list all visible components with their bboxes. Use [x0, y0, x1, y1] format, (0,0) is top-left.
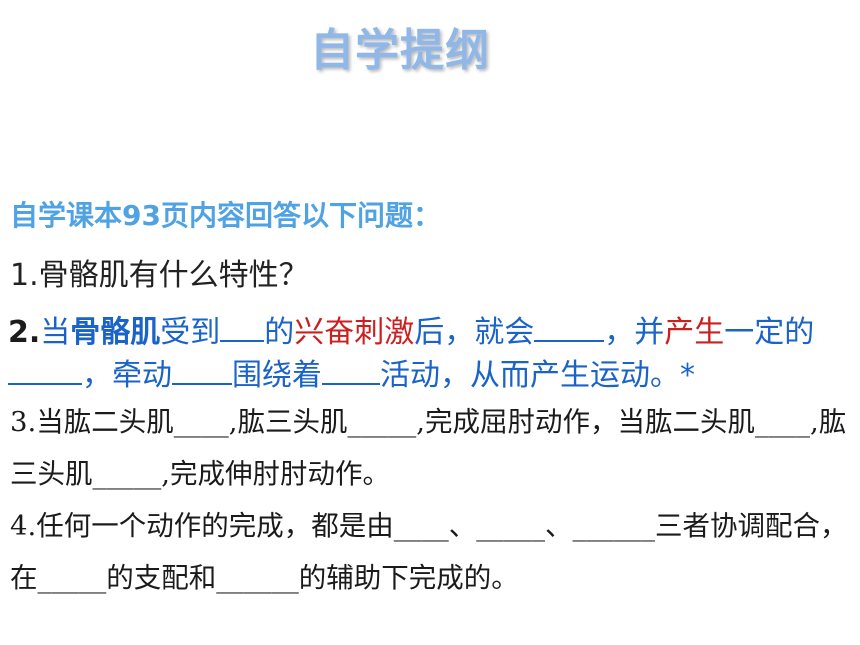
asterisk-mark: * — [680, 358, 695, 393]
question-2-number: 2. — [8, 315, 41, 350]
page-title: 自学提纲 — [310, 25, 490, 76]
question-2: 2.当骨骼肌受到 的兴奋刺激后，就会 ，并产生一定的 ，牵动 围绕着 活动，从而产生运动。… — [8, 310, 854, 396]
blank-line[interactable] — [8, 353, 82, 385]
blank-line[interactable] — [220, 310, 265, 342]
question-2-text: 围绕着 — [232, 358, 322, 393]
question-2-text: 后，就会 — [414, 315, 535, 350]
instruction-heading: 自学课本93页内容回答以下问题： — [10, 199, 441, 232]
question-1: 1.骨骼肌有什么特性？ — [10, 258, 309, 293]
blank-line[interactable] — [172, 353, 232, 385]
question-2-term: 骨骼肌 — [70, 315, 161, 350]
question-2-term: 产生 — [664, 315, 725, 350]
question-3: 3.当肱二头肌____,肱三头肌_____,完成屈肘动作，当肱二头肌____,肱… — [10, 406, 847, 490]
blank-line[interactable] — [322, 353, 380, 385]
question-2-term: 兴奋刺激 — [294, 315, 415, 350]
question-2-text: 当 — [40, 315, 71, 350]
question-2-text: 一定的 — [724, 315, 815, 350]
question-2-text: 受到 — [160, 315, 221, 350]
question-2-text: 的 — [264, 315, 295, 350]
question-4: 4.任何一个动作的完成，都是由____、_____、______三者协调配合，在… — [10, 510, 848, 594]
question-2-text: ，并 — [604, 315, 665, 350]
question-2-text: ，牵动 — [82, 358, 172, 393]
question-2-text: 活动，从而产生运动。 — [380, 358, 680, 393]
blank-line[interactable] — [534, 310, 605, 342]
